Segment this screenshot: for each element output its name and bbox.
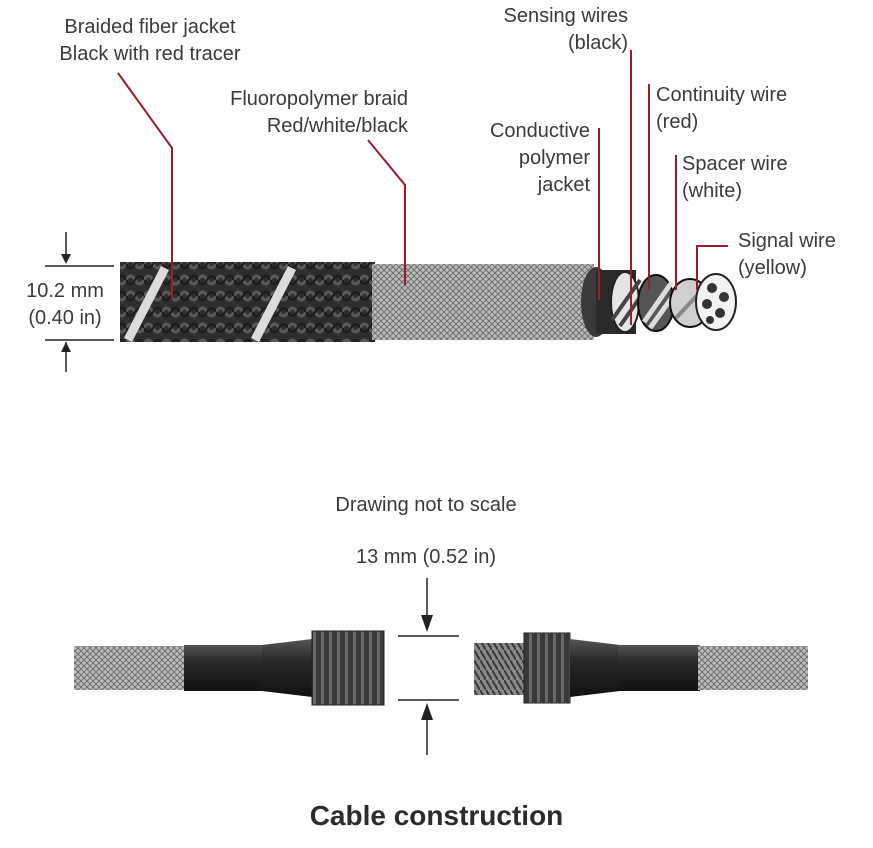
label-continuity-wire: Continuity wire (red) [656, 82, 826, 136]
label-line: 10.2 mm [26, 280, 104, 302]
leader-signal-wire [696, 245, 728, 290]
label-line: (black) [567, 32, 628, 54]
label-line: Fluoropolymer braid [230, 88, 408, 110]
label-line: Signal wire [738, 230, 836, 252]
label-line: Black with red tracer [59, 43, 241, 65]
label-line: jacket [537, 174, 590, 196]
label-signal-wire: Signal wire (yellow) [738, 228, 868, 282]
red-tracer-stripe [250, 265, 297, 343]
label-sensing-wires: Sensing wires (black) [470, 3, 628, 57]
scale-note: Drawing not to scale [335, 494, 517, 516]
label-line: (red) [656, 111, 699, 133]
label-conductive-polymer-jacket: Conductive polymer jacket [460, 118, 590, 199]
red-tracer-stripe [123, 265, 170, 343]
label-fluoropolymer-braid: Fluoropolymer braid Red/white/black [190, 86, 408, 140]
figure-title: Cable construction [309, 800, 564, 831]
leader-lines [117, 50, 728, 325]
connector-dimension-label: 13 mm (0.52 in) [355, 546, 497, 568]
braided-fiber-jacket-section [120, 262, 375, 343]
signal-wire-bundle [695, 273, 737, 331]
label-line: Conductive [489, 120, 590, 142]
label-line: Spacer wire [682, 153, 788, 175]
label-spacer-wire: Spacer wire (white) [682, 151, 832, 205]
label-braided-fiber-jacket: Braided fiber jacket Black with red trac… [40, 14, 260, 68]
label-line: Braided fiber jacket [64, 16, 236, 38]
coupling-nut [523, 632, 571, 704]
label-line: polymer [518, 147, 590, 169]
label-line: Red/white/black [266, 115, 408, 137]
cable-core-exposed [581, 267, 737, 337]
coupling-nut [311, 630, 385, 706]
threaded-end [474, 643, 526, 695]
connector-dimension [398, 578, 459, 755]
leader-braided-jacket [117, 72, 173, 300]
fluoropolymer-braid-section [372, 264, 594, 340]
label-diameter: 10.2 mm (0.40 in) [5, 278, 125, 332]
label-line: (yellow) [738, 257, 807, 279]
label-line: Continuity wire [656, 84, 788, 106]
connector-right [474, 632, 808, 704]
label-line: (white) [682, 180, 743, 202]
leader-fluoropolymer-braid [367, 139, 406, 285]
label-line: Sensing wires [503, 5, 628, 27]
diameter-dimension [45, 232, 114, 372]
connector-left [74, 630, 385, 706]
label-line: (0.40 in) [28, 307, 102, 329]
